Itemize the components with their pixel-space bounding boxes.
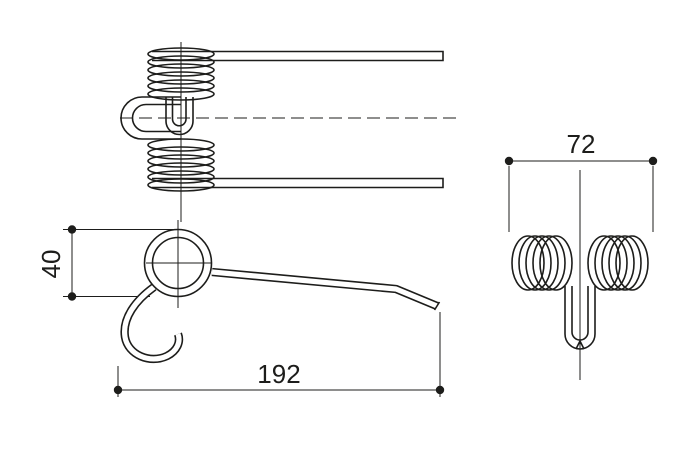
coil-loop — [608, 235, 642, 291]
coil-loop — [147, 146, 215, 160]
coil-loop — [147, 47, 215, 61]
top-view-center-bend — [120, 96, 194, 140]
dimension-endpoint-dot — [504, 156, 514, 166]
top-view — [120, 42, 458, 222]
end-view — [511, 170, 649, 380]
bend-outer-edge — [120, 96, 181, 140]
coil-loop — [147, 154, 215, 168]
coil-loop — [147, 63, 215, 77]
center-loop-outer-edge — [564, 286, 596, 350]
coil-inner-circle — [151, 236, 205, 290]
dimension-tine-length: 192 — [113, 312, 445, 397]
tine-length-dimension-label: 192 — [257, 359, 300, 389]
top-view-lower-coil — [147, 138, 215, 192]
coil-loop — [615, 235, 649, 291]
top-view-upper-coil — [147, 47, 215, 101]
coil-outer-circle — [143, 228, 213, 298]
coil-loop — [532, 235, 566, 291]
side-view — [120, 220, 441, 364]
end-view-left-coil — [511, 235, 573, 291]
hook-wire-core — [122, 284, 182, 362]
coil-loop — [518, 235, 552, 291]
coil-loop — [147, 87, 215, 101]
tine-tip-cut — [433, 301, 441, 311]
center-loop-notch — [575, 339, 585, 350]
coil-loop — [601, 235, 635, 291]
coil-width-dimension-label: 72 — [567, 129, 596, 159]
dimension-endpoint-dot — [67, 292, 77, 301]
center-loop-outer-edge — [165, 97, 194, 136]
coil-loop — [594, 235, 628, 291]
coil-diameter-dimension-label: 40 — [36, 250, 66, 279]
coil-loop — [147, 79, 215, 93]
dimension-coil-width: 72 — [504, 129, 658, 232]
end-view-center-loop — [564, 286, 596, 350]
coil-loop — [539, 235, 573, 291]
coil-loop — [525, 235, 559, 291]
dimension-endpoint-dot — [435, 385, 445, 395]
coil-loop — [587, 235, 621, 291]
top-tine-bar — [152, 50, 444, 62]
coil-loop — [147, 71, 215, 85]
dimension-endpoint-dot — [648, 156, 658, 166]
dimension-endpoint-dot — [113, 385, 123, 395]
coil-loop — [147, 55, 215, 69]
coil-loop — [147, 170, 215, 184]
coil-loop — [511, 235, 545, 291]
end-view-right-coil — [587, 235, 649, 291]
tine-wire-core — [211, 269, 438, 309]
coil-loop — [147, 162, 215, 176]
bottom-tine-bar — [152, 177, 444, 189]
coil-loop — [147, 178, 215, 192]
dimension-endpoint-dot — [67, 225, 77, 234]
center-loop-inner-edge — [171, 97, 187, 127]
bend-inner-edge — [131, 103, 181, 133]
dimension-coil-diameter: 40 — [36, 225, 176, 301]
